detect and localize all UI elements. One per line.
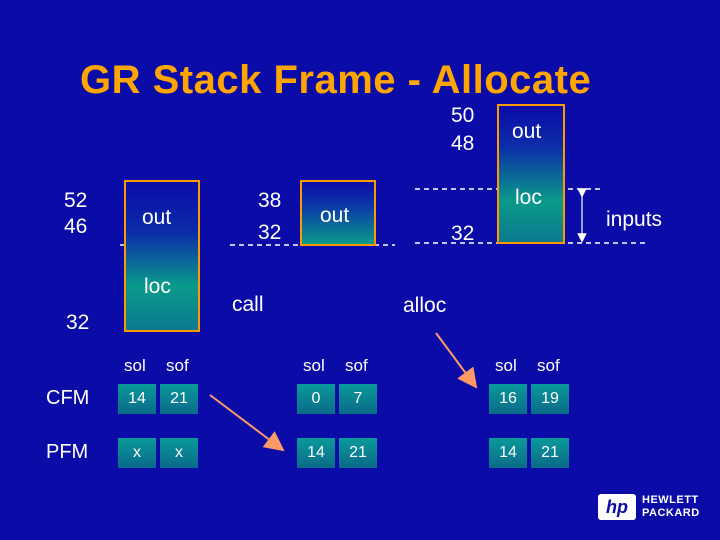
frame3-out-label: out — [512, 120, 542, 143]
hp-logo-text: HEWLETT PACKARD — [642, 494, 700, 520]
group3-cfm-sof: 19 — [531, 384, 569, 414]
slide-title: GR Stack Frame - Allocate — [80, 58, 592, 102]
hp-logo-line2: PACKARD — [642, 507, 700, 519]
frame3-box: out loc — [497, 104, 565, 244]
group1-cfm-sol: 14 — [118, 384, 156, 414]
group1-header-sof: sof — [166, 356, 189, 375]
group1-pfm-sof: x — [160, 438, 198, 468]
group1-header-sol: sol — [124, 356, 146, 375]
group3-pfm-sof: 21 — [531, 438, 569, 468]
group3-header-sof: sof — [537, 356, 560, 375]
inputs-label: inputs — [606, 208, 663, 231]
group2-header-sol: sol — [303, 356, 325, 375]
group1-cfm-sof: 21 — [160, 384, 198, 414]
call-label: call — [232, 293, 264, 316]
group3-pfm-sol: 14 — [489, 438, 527, 468]
frame1-loc-label: loc — [144, 275, 171, 298]
frame2-out-label: out — [320, 204, 350, 227]
frame3-number-bottom: 32 — [451, 222, 475, 245]
frame2-number-top: 38 — [258, 189, 282, 212]
frame3-loc-label: loc — [515, 186, 542, 209]
alloc-label: alloc — [403, 294, 447, 317]
group2-cfm-sof: 7 — [339, 384, 377, 414]
frame2-number-second: 32 — [258, 221, 282, 244]
group1-pfm-sol: x — [118, 438, 156, 468]
hp-logo-line1: HEWLETT — [642, 494, 699, 506]
group2-header-sof: sof — [345, 356, 368, 375]
alloc-arrow — [435, 332, 478, 389]
group3-cfm-sol: 16 — [489, 384, 527, 414]
frame1-number-bottom: 32 — [66, 311, 90, 334]
hp-logo: hp HEWLETT PACKARD — [598, 494, 716, 522]
frame1-out-label: out — [142, 206, 172, 229]
frame1-number-top: 52 — [64, 189, 88, 212]
group2-pfm-sol: 14 — [297, 438, 335, 468]
frame1-box: out loc — [124, 180, 200, 332]
frame3-number-second: 48 — [451, 132, 475, 155]
row-label-pfm: PFM — [46, 441, 89, 463]
hp-logo-mark: hp — [598, 494, 636, 520]
frame3-number-top: 50 — [451, 104, 475, 127]
call-arrow — [209, 394, 285, 452]
frame1-number-second: 46 — [64, 215, 88, 238]
group2-pfm-sof: 21 — [339, 438, 377, 468]
frame2-box: out — [300, 180, 376, 246]
group3-header-sol: sol — [495, 356, 517, 375]
group2-cfm-sol: 0 — [297, 384, 335, 414]
row-label-cfm: CFM — [46, 387, 90, 409]
